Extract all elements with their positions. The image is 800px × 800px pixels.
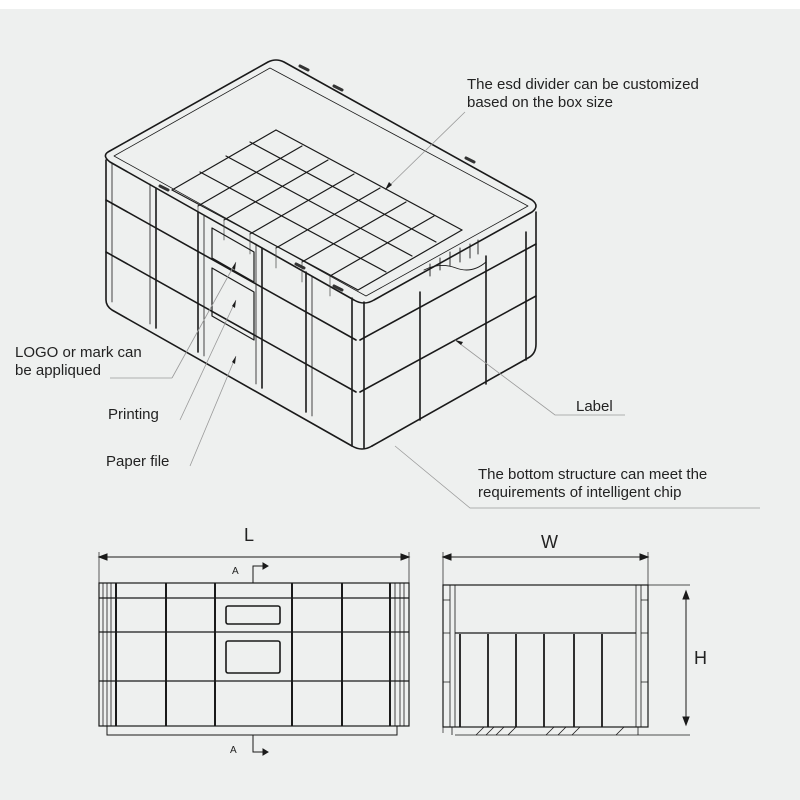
annotation-label: Label — [576, 398, 613, 415]
section-marker-top: A — [232, 566, 239, 577]
annotation-paper-file: Paper file — [106, 453, 170, 470]
annotation-printing: Printing — [108, 406, 159, 423]
side-elevation — [441, 552, 690, 736]
section-marker-bottom: A — [230, 745, 237, 756]
dimension-width: W — [541, 532, 558, 552]
annotation-logo: LOGO or mark can be appliqued — [15, 344, 142, 379]
annotation-esd-divider: The esd divider can be customized based … — [467, 76, 699, 111]
front-elevation — [97, 552, 411, 756]
dimension-height: H — [694, 648, 707, 668]
annotation-bottom-structure: The bottom structure can meet the requir… — [478, 466, 708, 501]
dimension-length: L — [244, 525, 255, 545]
